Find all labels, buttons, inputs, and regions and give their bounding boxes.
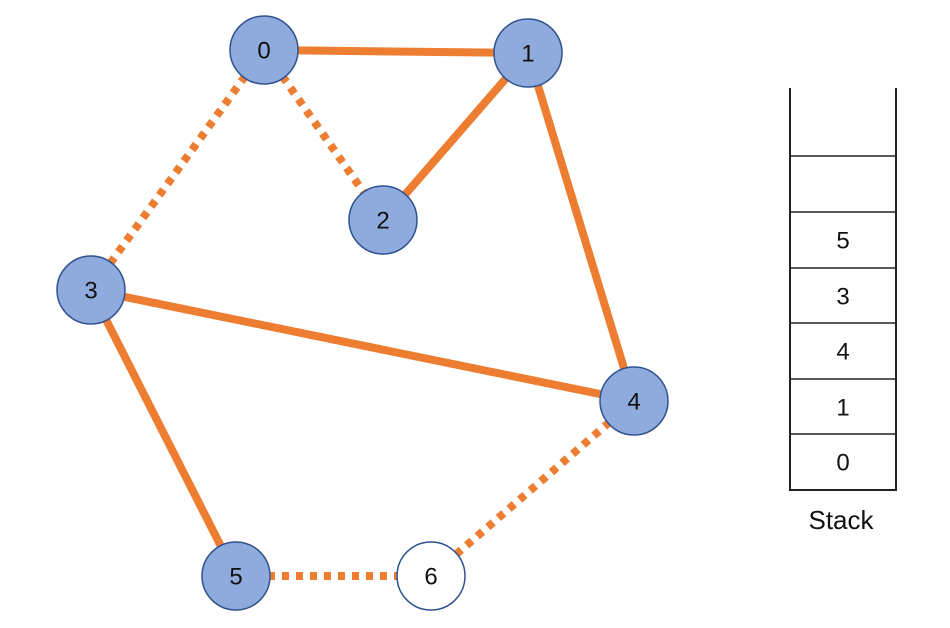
node-4: 4 xyxy=(599,366,669,436)
stack-cell-6: 0 xyxy=(836,450,849,477)
node-4-label: 4 xyxy=(627,389,640,416)
node-2: 2 xyxy=(348,185,418,255)
edge-1-2 xyxy=(400,74,511,199)
stack-cell-3: 3 xyxy=(836,284,849,311)
node-6: 6 xyxy=(396,541,466,611)
node-2-circle xyxy=(348,185,418,255)
node-3: 3 xyxy=(56,255,126,325)
node-0-circle xyxy=(229,15,299,85)
edge-3-5 xyxy=(101,316,226,550)
node-2-label: 2 xyxy=(376,208,389,235)
stack: 5 3 4 1 0 Stack xyxy=(789,88,897,535)
edge-3-4 xyxy=(121,292,604,399)
node-4-circle xyxy=(599,366,669,436)
node-0: 0 xyxy=(229,15,299,85)
stack-cell-4: 4 xyxy=(836,339,849,366)
node-3-circle xyxy=(56,255,126,325)
node-1-label: 1 xyxy=(521,41,534,68)
edge-0-1 xyxy=(295,46,497,57)
graph-nodes: 0 1 2 3 4 5 6 xyxy=(56,15,669,611)
edge-0-3 xyxy=(106,73,249,267)
edge-0-2 xyxy=(279,73,368,197)
node-1: 1 xyxy=(493,18,563,88)
node-5-label: 5 xyxy=(229,564,242,591)
node-3-label: 3 xyxy=(84,278,97,305)
node-6-label: 6 xyxy=(424,564,437,591)
node-6-circle xyxy=(396,541,466,611)
node-5-circle xyxy=(201,541,271,611)
edge-1-4 xyxy=(533,82,629,372)
stack-caption: Stack xyxy=(808,505,874,535)
stack-cell-2: 5 xyxy=(836,228,849,255)
node-1-circle xyxy=(493,18,563,88)
graph-edges xyxy=(101,46,629,580)
node-5: 5 xyxy=(201,541,271,611)
node-0-label: 0 xyxy=(257,38,270,65)
edge-4-6 xyxy=(452,418,613,559)
stack-cell-5: 1 xyxy=(836,395,849,422)
